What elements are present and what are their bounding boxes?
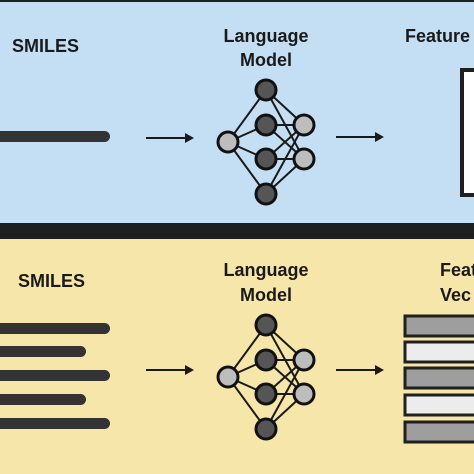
smiles-bar bbox=[0, 346, 86, 357]
smiles-bar bbox=[0, 323, 110, 334]
top-feature-box bbox=[460, 68, 474, 197]
network-node bbox=[254, 78, 278, 102]
network-node bbox=[254, 382, 278, 406]
network-edge bbox=[265, 359, 305, 430]
network-edge bbox=[265, 324, 305, 395]
bottom-arrow-2 bbox=[336, 365, 384, 375]
network-node bbox=[292, 348, 316, 372]
network-node bbox=[254, 417, 278, 441]
bottom-output-label-line1: Feat bbox=[440, 260, 474, 280]
smiles-bar bbox=[0, 418, 110, 429]
network-node bbox=[254, 113, 278, 137]
network-node bbox=[254, 147, 278, 171]
bottom-feature-vectors bbox=[403, 314, 474, 444]
bottom-language-model-network bbox=[216, 313, 316, 441]
bottom-output-label-line2: Vec bbox=[440, 285, 471, 305]
feature-vector-row bbox=[403, 366, 474, 390]
network-node bbox=[254, 182, 278, 206]
network-node bbox=[292, 147, 316, 171]
top-smiles-bar bbox=[0, 131, 110, 142]
smiles-bar bbox=[0, 370, 110, 381]
bottom-smiles-bars bbox=[0, 323, 110, 429]
top-model-label-line2: Model bbox=[240, 50, 292, 70]
top-output-label: Feature bbox=[405, 26, 470, 46]
top-language-model-network bbox=[216, 78, 316, 206]
feature-vector-row bbox=[403, 393, 474, 417]
network-edge bbox=[265, 124, 305, 195]
network-node bbox=[292, 382, 316, 406]
top-panel: SMILES Language Model Feature bbox=[0, 0, 474, 227]
network-node bbox=[254, 348, 278, 372]
top-arrow-1 bbox=[146, 133, 194, 143]
network-node bbox=[292, 113, 316, 137]
bottom-input-label: SMILES bbox=[18, 271, 85, 291]
network-node bbox=[216, 130, 240, 154]
panel-separator bbox=[0, 225, 474, 235]
bottom-panel: SMILES Language Model Feat Vec bbox=[0, 235, 474, 474]
top-model-label-line1: Language bbox=[223, 26, 308, 46]
network-edge bbox=[265, 89, 305, 160]
network-node bbox=[254, 313, 278, 337]
feature-vector-row bbox=[403, 340, 474, 364]
feature-vector-row bbox=[403, 420, 474, 444]
top-input-label: SMILES bbox=[12, 36, 79, 56]
network-node bbox=[216, 365, 240, 389]
bottom-arrow-1 bbox=[146, 365, 194, 375]
feature-vector-row bbox=[403, 314, 474, 338]
bottom-model-label-line2: Model bbox=[240, 285, 292, 305]
bottom-model-label-line1: Language bbox=[223, 260, 308, 280]
top-arrow-2 bbox=[336, 132, 384, 142]
smiles-bar bbox=[0, 394, 86, 405]
